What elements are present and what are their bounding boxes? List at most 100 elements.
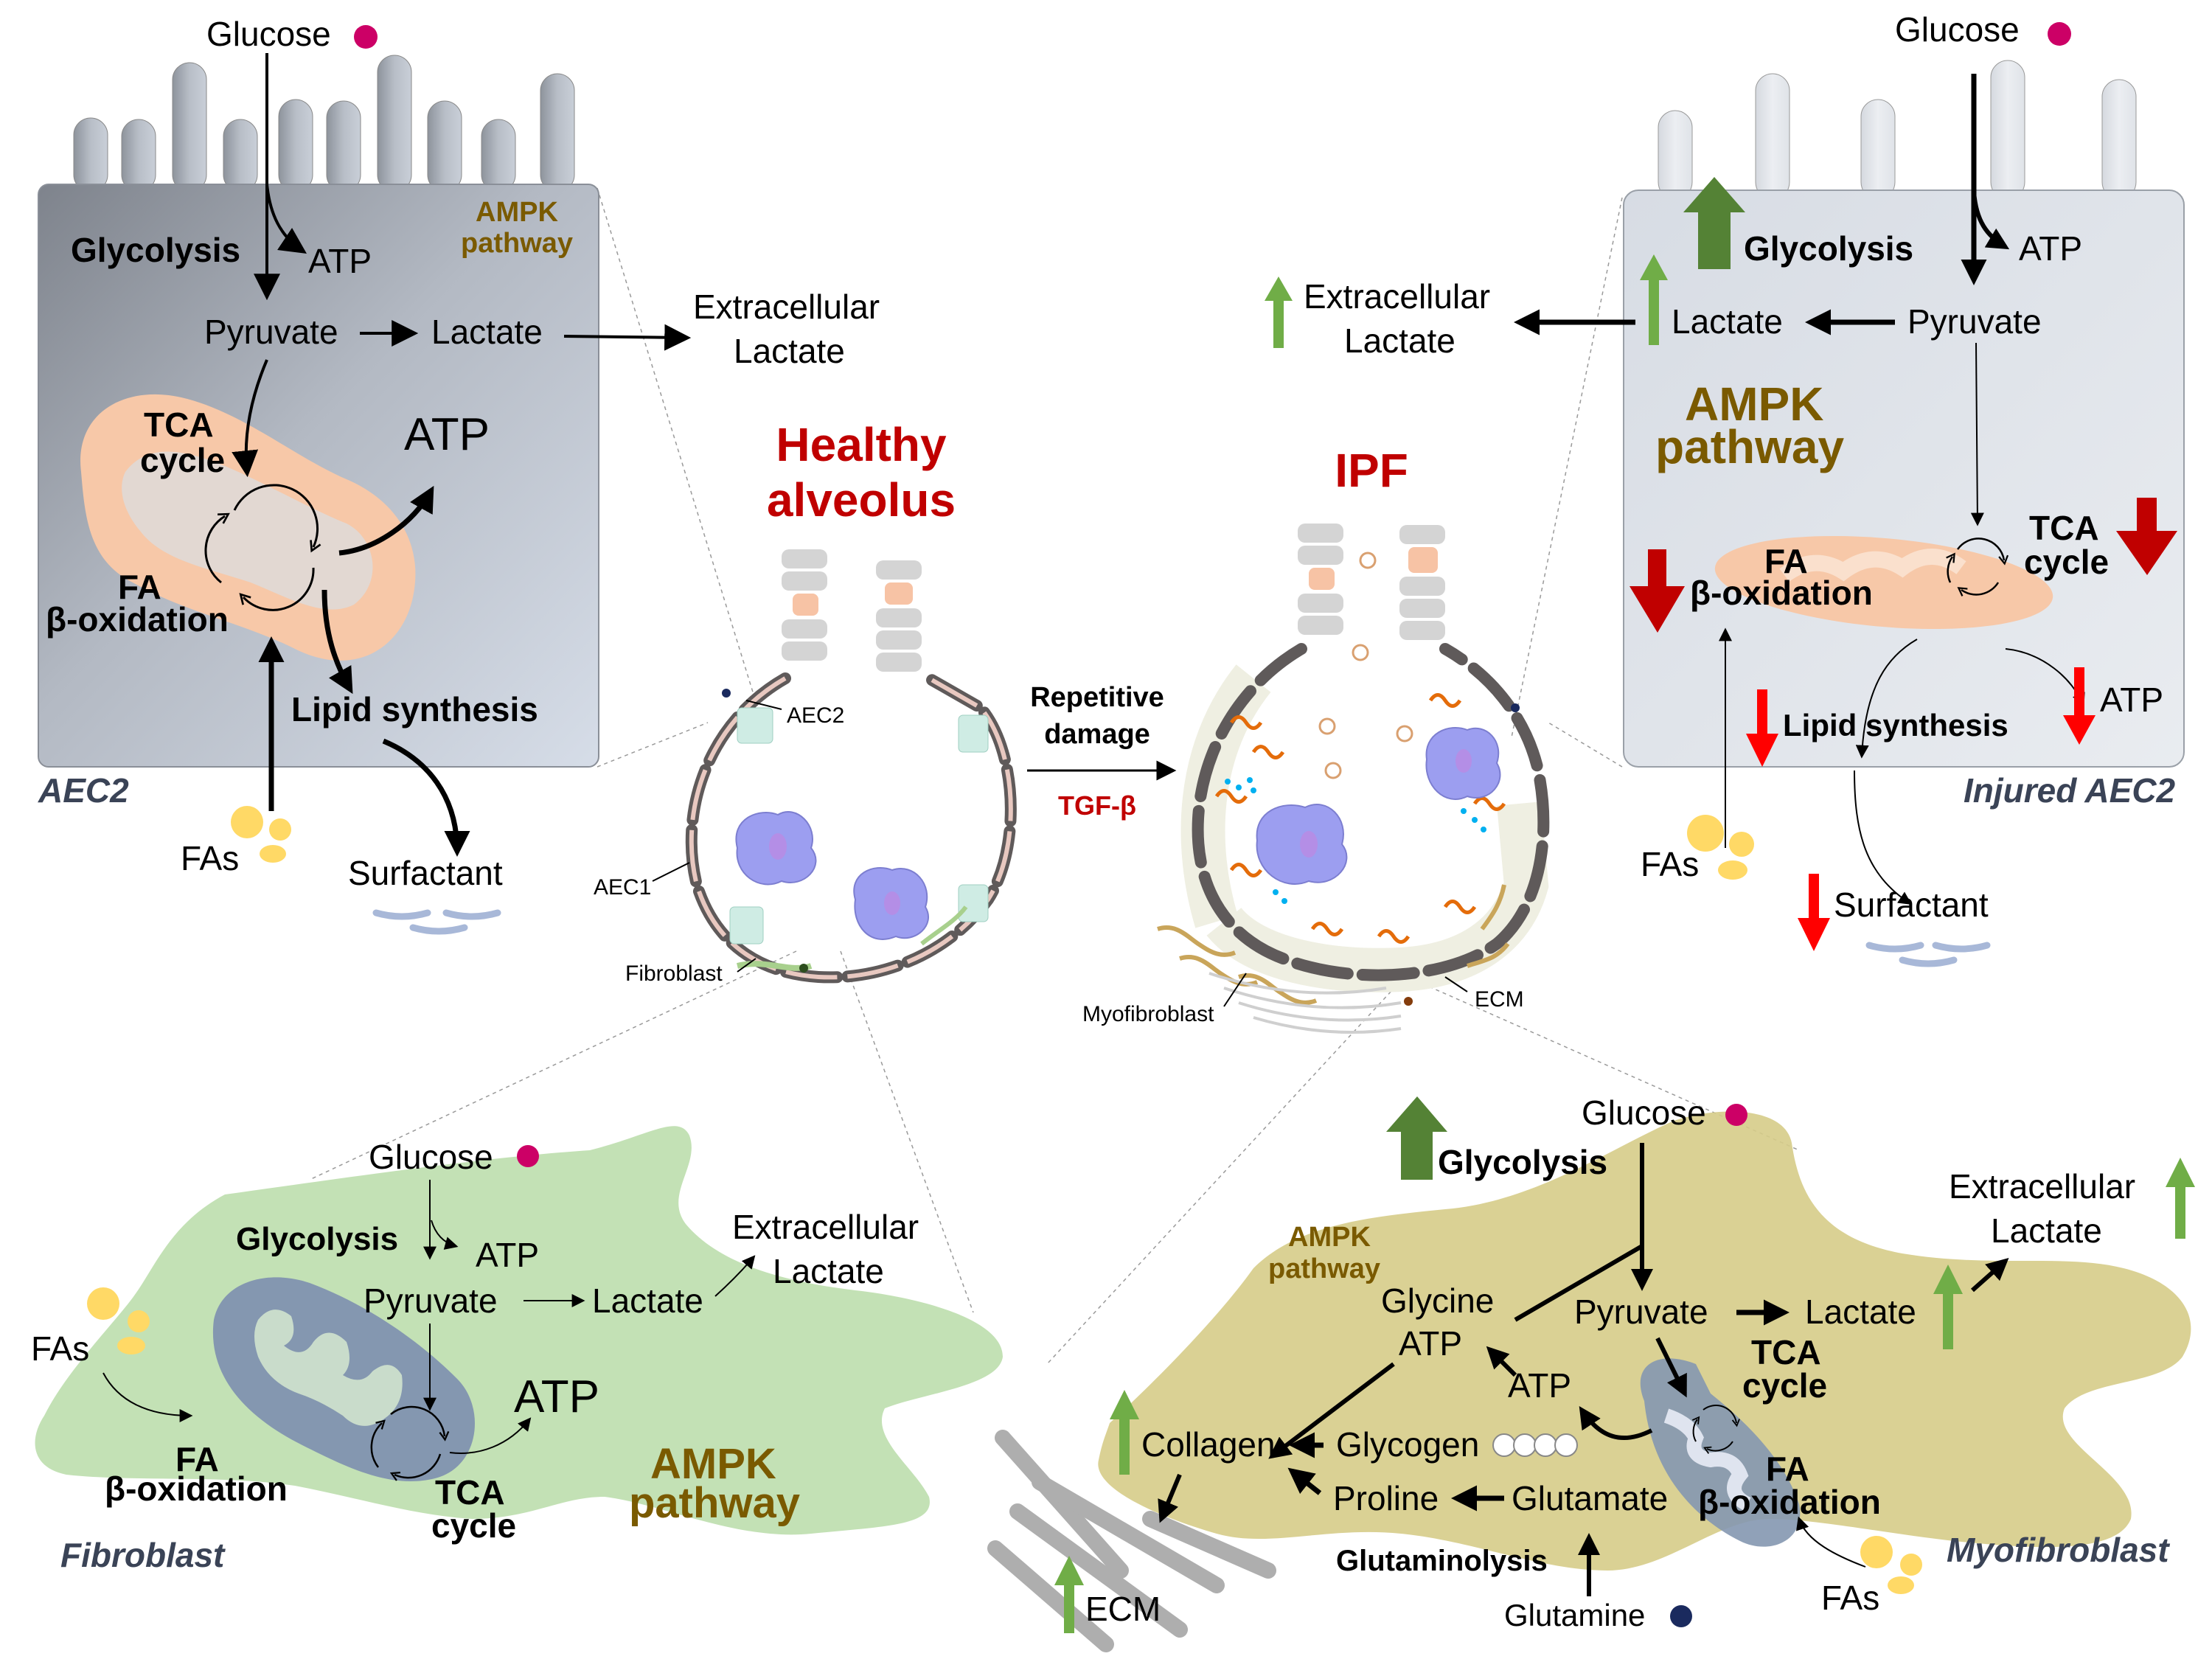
label-myofibroblast-center: Myofibroblast — [1082, 1002, 1214, 1026]
arrow-tca-to-atp — [338, 485, 434, 556]
healthy-alveolus-illustration — [685, 549, 1017, 984]
arrow-pyruvate-to-tca — [232, 359, 268, 478]
lactate-up-arrow-icon — [1933, 1265, 1963, 1349]
healthy-title-line2: alveolus — [767, 473, 956, 526]
ecm-pointer-line — [1444, 976, 1468, 992]
center-panel: Healthy alveolus IPF — [594, 418, 1550, 1034]
label-fibroblast-center: Fibroblast — [625, 961, 723, 986]
aec2-glycolysis-label: Glycolysis — [71, 231, 240, 269]
arrow-fas-to-fa-oxidation — [1796, 1516, 1866, 1568]
ecm-fibers-icon — [987, 1430, 1276, 1652]
myo-ampk-line1: AMPK — [1288, 1222, 1371, 1253]
aec2-atp-glycolysis: ATP — [308, 242, 372, 280]
label-ecm-center: ECM — [1475, 987, 1524, 1012]
ecm-up-arrow-icon — [1054, 1556, 1084, 1633]
arrow-lipid-to-surfactant — [382, 738, 470, 857]
fibroblast-panel: Glucose Glycolysis ATP Pyruvate Lactate … — [31, 1126, 1004, 1574]
ipf-alveolus-illustration — [1157, 524, 1550, 1034]
fibroblast-extracellular-line2: Lactate — [773, 1252, 884, 1290]
myo-lactate-label: Lactate — [1805, 1293, 1916, 1331]
myo-glycogen-label: Glycogen — [1336, 1425, 1479, 1464]
myo-pyruvate-label: Pyruvate — [1574, 1293, 1708, 1331]
fibroblast-cell-label: Fibroblast — [60, 1536, 226, 1574]
tca-cycle-icon — [1691, 1405, 1740, 1454]
injured-atp-mito: ATP — [2100, 681, 2163, 719]
surfactant-layer-icon — [372, 909, 501, 935]
fibroblast-fas-label: FAs — [31, 1329, 89, 1368]
injured-tca-line2: cycle — [2024, 543, 2109, 581]
arrow-pyruvate-to-tca — [1970, 342, 1984, 526]
transition-factor: TGF-β — [1058, 790, 1136, 821]
tca-cycle-icon — [204, 484, 321, 611]
injured-lipid-synthesis: Lipid synthesis — [1783, 708, 2008, 742]
label-aec2-center: AEC2 — [787, 703, 844, 728]
arrow-atp-to-atp-glycine — [1486, 1346, 1517, 1377]
arrow-tca-to-lipid — [1855, 639, 1918, 759]
arrow-lactate-to-extracellular — [563, 324, 692, 351]
injured-aec2-cell-body — [1623, 189, 2185, 768]
collagen-up-arrow-icon — [1110, 1390, 1139, 1475]
injured-aec2-cell-label: Injured AEC2 — [1964, 771, 2176, 810]
arrow-proline-to-collagen — [1287, 1467, 1322, 1495]
myo-tca-line2: cycle — [1742, 1366, 1827, 1405]
fibroblast-tca-line2: cycle — [431, 1506, 516, 1545]
injured-aec2-panel: Glucose Glycolysis ATP Pyruvate Lactate … — [1265, 10, 2185, 967]
glycolysis-up-arrow-icon — [1683, 177, 1745, 269]
arrow-glucose-to-atp — [265, 184, 307, 254]
glucose-dot-icon — [2048, 22, 2071, 46]
surfactant-layer-icon — [1865, 942, 1991, 967]
fibroblast-fa-line2: β-oxidation — [105, 1470, 288, 1508]
arrow-lipid-to-surfactant — [1854, 770, 1912, 905]
arrow-tca-to-atp — [449, 1417, 532, 1454]
myo-glutamine-label: Glutamine — [1504, 1598, 1645, 1632]
fibroblast-pyruvate-label: Pyruvate — [364, 1281, 498, 1320]
myo-glycine-label: Glycine — [1381, 1281, 1494, 1320]
aec2-pointer-line — [745, 700, 782, 710]
aec2-surfactant-label: Surfactant — [348, 854, 503, 892]
injured-lactate-label: Lactate — [1672, 302, 1783, 341]
fibroblast-mitochondrion — [212, 1277, 475, 1481]
injured-glucose-label: Glucose — [1895, 10, 2020, 49]
myo-atp-glycine: ATP — [1399, 1324, 1462, 1363]
fibroblast-ampk-line2: pathway — [629, 1479, 800, 1527]
glucose-dot-icon — [517, 1145, 539, 1167]
injured-tca-line1: TCA — [2029, 509, 2099, 547]
fa-droplets-icon — [231, 806, 291, 863]
arrow-lactate-to-extracellular — [714, 1255, 756, 1297]
injured-surfactant-label: Surfactant — [1834, 886, 1989, 924]
myo-fas-label: FAs — [1821, 1579, 1879, 1617]
myofibroblast-panel: Glucose Glycolysis AMPK pathway Glycine … — [987, 1093, 2195, 1652]
lactate-up-arrow-icon — [1640, 254, 1668, 345]
injured-ampk-line2: pathway — [1655, 420, 1844, 473]
myo-atp-mito: ATP — [1508, 1366, 1571, 1405]
aec2-mitochondrion — [80, 394, 416, 661]
aec2-tca-line2: cycle — [140, 441, 225, 479]
injured-extracellular-line1: Extracellular — [1304, 277, 1490, 316]
aec2-glucose-label: Glucose — [206, 15, 331, 53]
aec2-tca-line1: TCA — [144, 406, 214, 444]
atp-down-arrow-icon — [2063, 667, 2096, 745]
injured-microvilli — [1658, 60, 2137, 200]
glucose-dot-icon — [1725, 1104, 1747, 1126]
injured-fa-line2: β-oxidation — [1690, 574, 1873, 612]
myofibroblast-cell-body — [1098, 1111, 2191, 1571]
arrow-collagen-to-ecm — [1158, 1473, 1182, 1523]
myo-glutaminolysis-label: Glutaminolysis — [1336, 1545, 1548, 1577]
fibroblast-cell-body — [35, 1126, 1004, 1535]
injured-pyruvate-label: Pyruvate — [1907, 302, 2042, 341]
fibroblast-lactate-label: Lactate — [592, 1281, 703, 1320]
aec2-fa-line1: FA — [118, 568, 161, 606]
fibroblast-fa-line1: FA — [175, 1440, 219, 1478]
branch-to-glycine — [1514, 1244, 1644, 1322]
aec2-fa-line2: β-oxidation — [46, 600, 229, 639]
arrow-tca-to-atp — [1579, 1405, 1653, 1441]
tca-cycle-icon — [370, 1405, 450, 1481]
aec2-fas-label: FAs — [181, 839, 239, 877]
glycogen-granules-icon — [1492, 1433, 1578, 1457]
aec2-extracellular-line2: Lactate — [734, 332, 845, 370]
injured-fas-label: FAs — [1641, 845, 1699, 883]
myo-proline-label: Proline — [1333, 1479, 1439, 1517]
myo-glutamate-label: Glutamate — [1512, 1479, 1668, 1517]
injured-mitochondrion — [1714, 535, 2053, 630]
aec2-lipid-synthesis: Lipid synthesis — [291, 690, 538, 728]
